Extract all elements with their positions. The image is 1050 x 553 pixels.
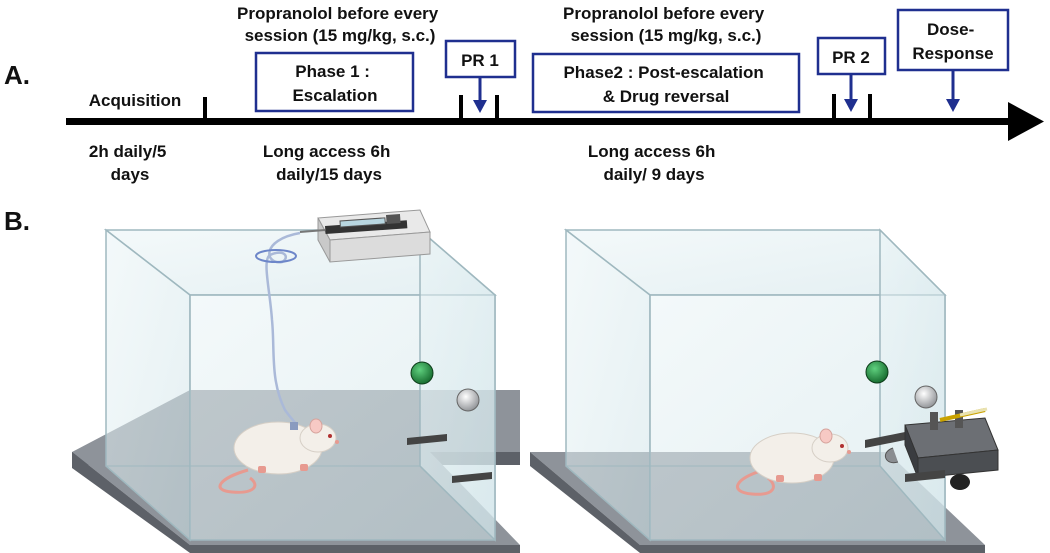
tether-ring (255, 249, 297, 263)
svg-text:PR 2: PR 2 (832, 48, 870, 67)
dose-response-arrow-icon (946, 71, 960, 112)
rat-icon (218, 418, 339, 494)
syringe-pump-icon (299, 209, 431, 263)
svg-text:Dose- Response: Dose- Response (912, 20, 993, 63)
panel-label-a: A. (4, 60, 30, 90)
nosepoke-icon (456, 388, 480, 412)
tick-acquisition-end (203, 97, 207, 121)
pr1-box: PR 1 (444, 39, 517, 79)
svg-text:PR 1: PR 1 (461, 51, 499, 70)
pr2-box: PR 2 (816, 36, 887, 76)
cue-light-icon (865, 360, 889, 384)
tick-pr1-end (495, 95, 499, 121)
tick-pr2-start (832, 94, 836, 121)
svg-text:Phase 1 : Escalation: Phase 1 : Escalation (292, 62, 377, 105)
nosepoke-icon (914, 385, 938, 409)
panel-label-b: B. (4, 206, 30, 236)
acquisition-schedule: 2h daily/5 days (89, 142, 171, 184)
dose-response-box: Dose- Response (896, 8, 1010, 72)
cue-light-icon (410, 361, 434, 385)
pr1-arrow-icon (473, 78, 487, 113)
pr2-arrow-icon (844, 75, 858, 112)
svg-text:Phase2 : Post-escalation: Phase2 : Post-escalation & Drug reversal (563, 63, 768, 106)
phase1-box: Phase 1 : Escalation (254, 51, 415, 113)
rat-icon (736, 428, 851, 496)
tick-pr1-start (459, 95, 463, 121)
phase1-schedule: Long access 6h daily/15 days (263, 142, 395, 184)
chamber-oral (530, 228, 999, 553)
propranolol-note-1: Propranolol before every session (15 mg/… (237, 4, 443, 45)
chamber-iv (72, 209, 520, 553)
acquisition-label: Acquisition (89, 91, 182, 110)
oral-dispenser-icon (865, 407, 999, 490)
propranolol-note-2: Propranolol before every session (15 mg/… (563, 4, 769, 45)
phase2-schedule: Long access 6h daily/ 9 days (588, 142, 720, 184)
timeline-ticks (203, 94, 872, 121)
lever-icon (407, 434, 447, 445)
lever-icon (452, 472, 492, 483)
timeline-arrow (66, 102, 1044, 141)
phase2-box: Phase2 : Post-escalation & Drug reversal (531, 52, 801, 114)
tick-pr2-end (868, 94, 872, 121)
